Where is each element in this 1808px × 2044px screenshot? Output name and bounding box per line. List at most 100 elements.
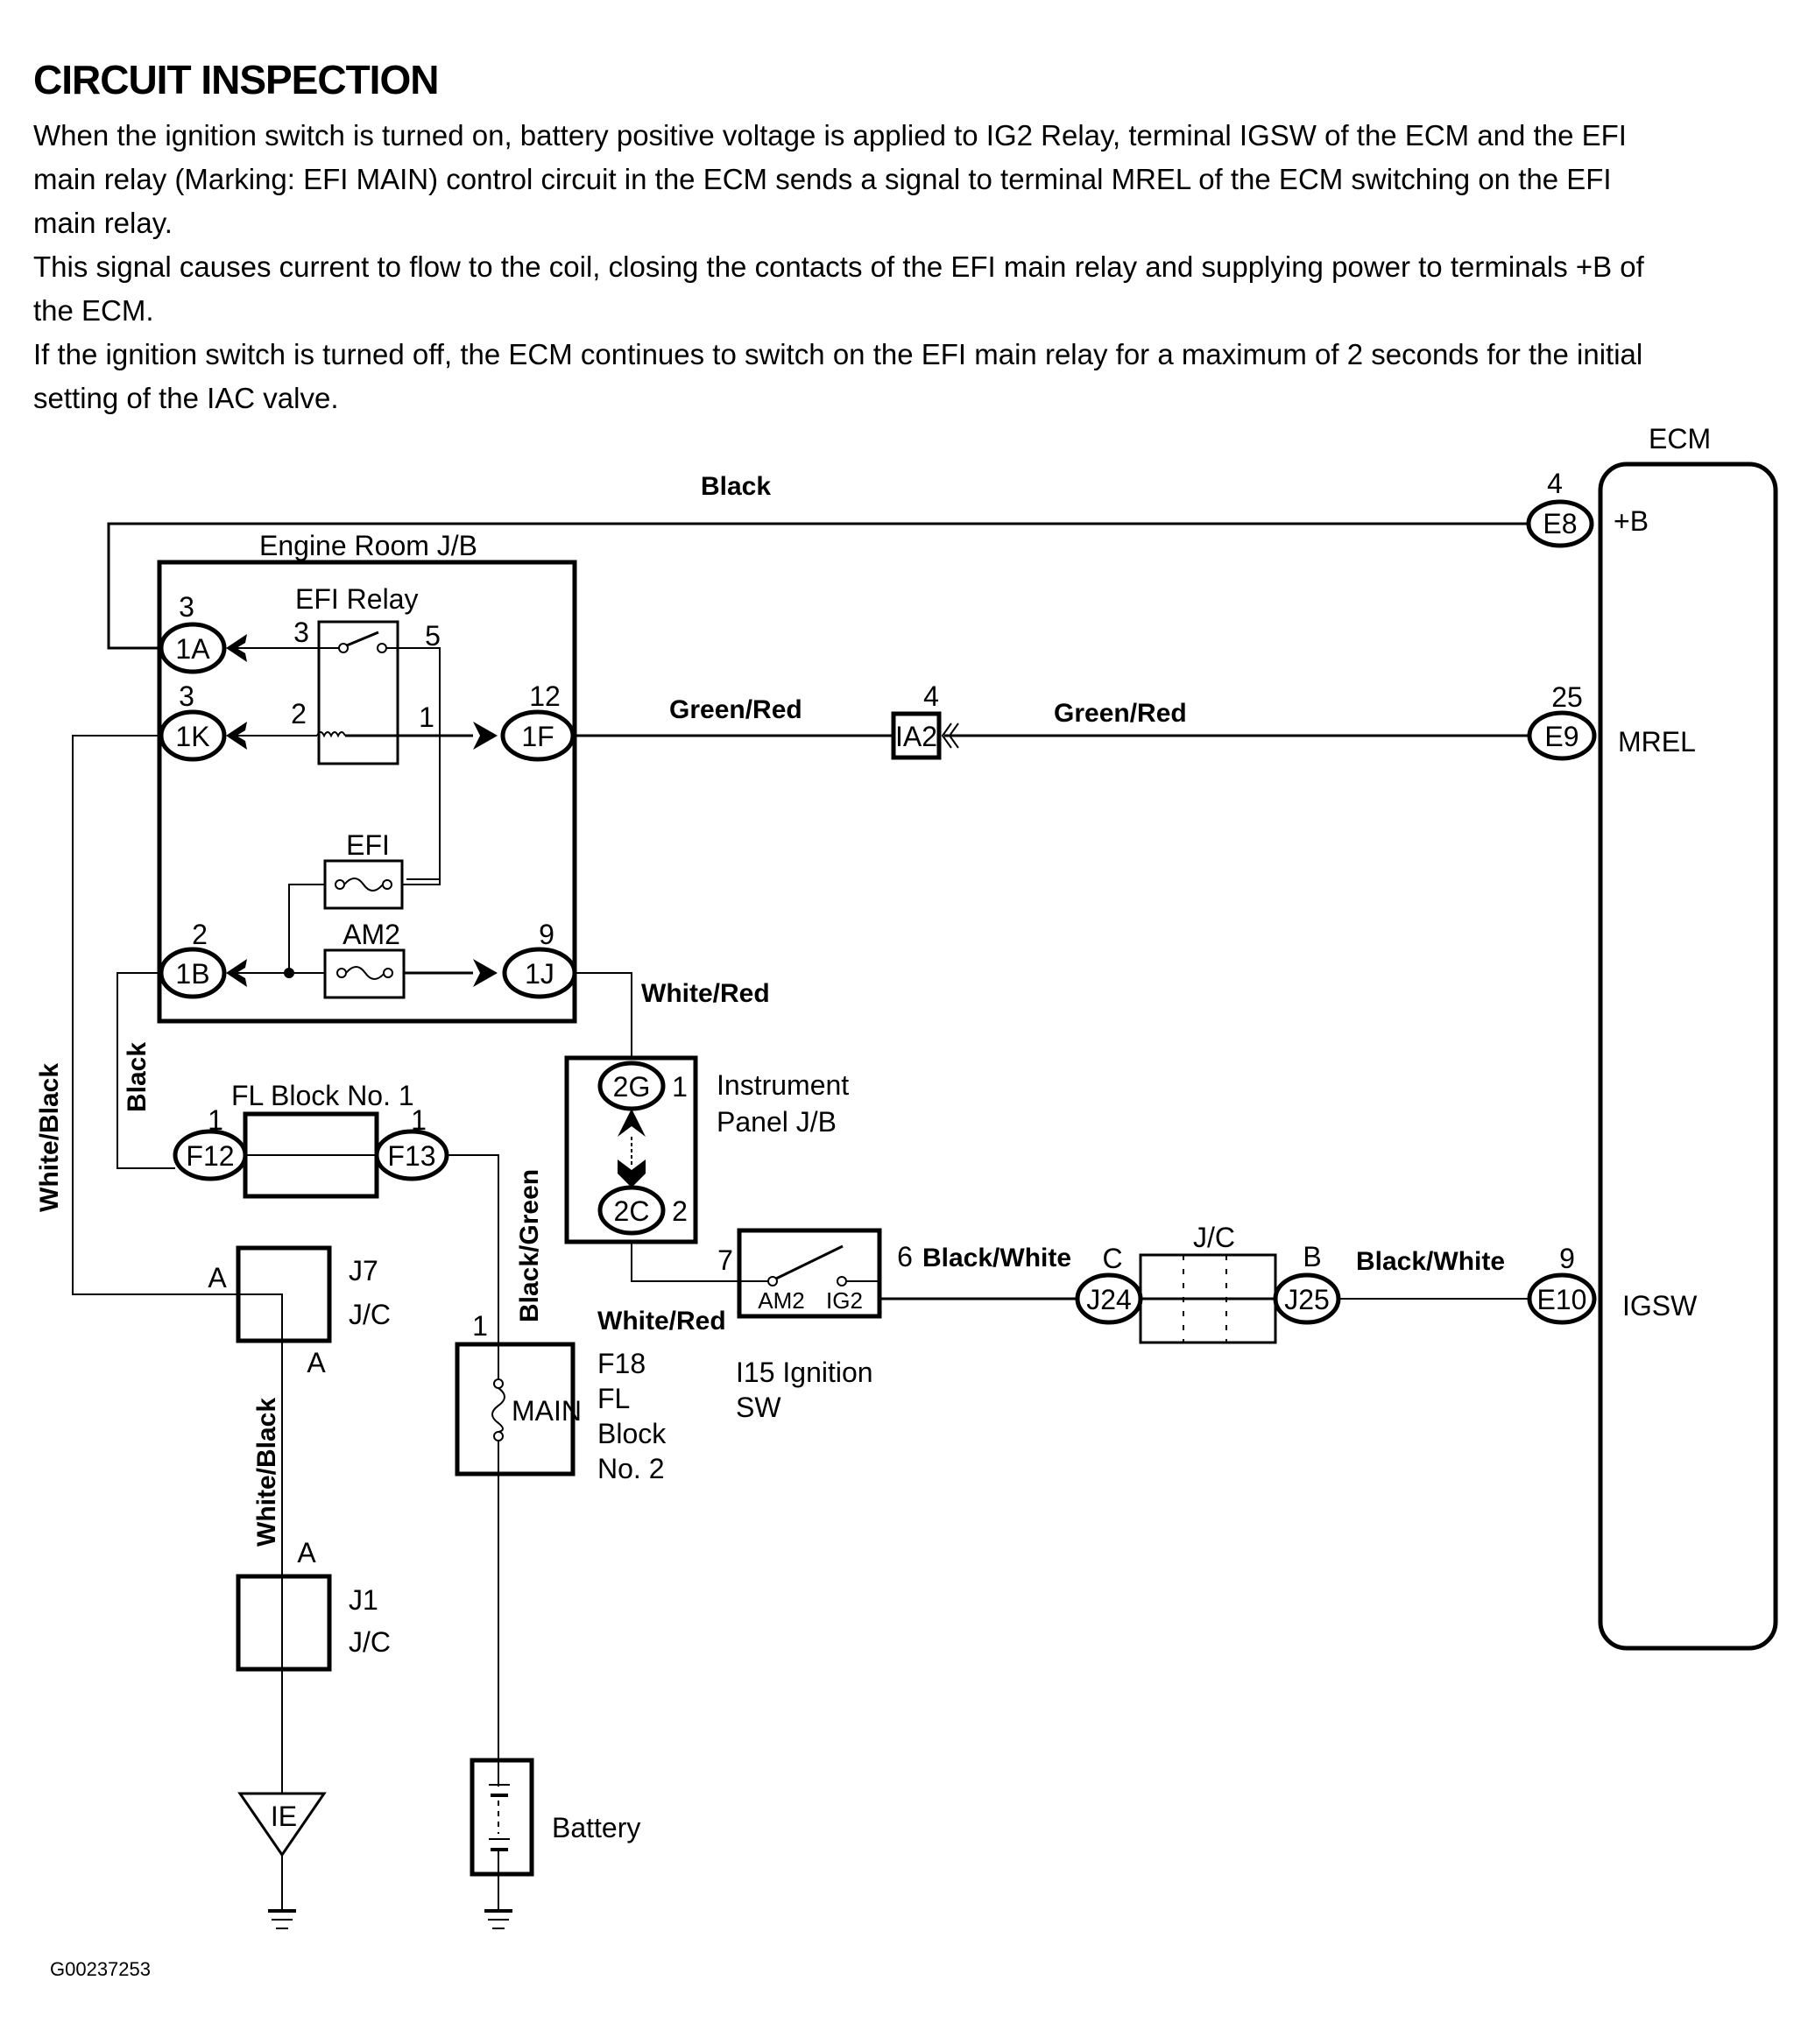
fl-block-2-label: FL [597,1383,630,1414]
wire-black-1b [117,972,175,1169]
fl-block-2: 1 MAIN F18 FL Block No. 2 [455,1310,667,1484]
ecm-terminal-igsw: IGSW [1622,1290,1698,1322]
pin-j25: B [1303,1241,1321,1272]
relay-switch-icon [237,631,441,880]
pin-1j: 9 [539,919,554,950]
jc-block: J/C J24 C J25 B [1075,1222,1341,1344]
connector-1b-label: 1B [175,958,209,990]
pin-j7-in: A [208,1262,227,1293]
page-title: CIRCUIT INSPECTION [33,57,439,102]
fl-block-2-label: Block [597,1418,667,1449]
fuse-am2-label: AM2 [343,919,400,950]
female-terminal-icon [226,634,247,662]
battery-icon [489,1760,510,1874]
connector-e8-label: E8 [1543,508,1577,539]
pin-2c: 2 [672,1195,688,1227]
description-paragraph: If the ignition switch is turned off, th… [33,338,1643,414]
wire-label-white-black: White/Black [35,1063,64,1212]
efi-relay-pin-3: 3 [293,617,309,648]
pin-j24: C [1102,1243,1122,1274]
switch-lever-icon [775,1244,844,1280]
male-terminal-icon [473,722,498,750]
connector-e9-label: E9 [1544,721,1578,752]
connector-1f: 1F 12 [473,680,576,762]
ecm-box [1598,462,1778,1651]
wire-label-black-green: Black/Green [515,1169,544,1322]
connector-ia2-label: IA2 [895,721,937,752]
wire-label-white-red: White/Red [597,1307,726,1336]
pin-2g: 1 [672,1071,688,1103]
wire-label-black-white: Black/White [922,1244,1071,1272]
splice-point [284,968,294,978]
connector-2c-label: 2C [614,1195,650,1227]
wire-label-green-red: Green/Red [669,695,802,724]
efi-relay-title: EFI Relay [295,583,418,615]
pin-1f: 12 [529,680,561,712]
pin-1b: 2 [192,919,208,950]
connector-1b: 1B 2 [159,919,247,999]
wire-white-red-1 [575,972,632,1058]
connector-j25-label: J25 [1284,1284,1330,1315]
connector-1k-label: 1K [175,721,209,752]
ecm-terminal-mrel: MREL [1618,726,1696,758]
figure-id: G00237253 [50,1958,151,1980]
connector-1a-label: 1A [175,633,210,665]
connector-2g-label: 2G [613,1071,651,1103]
wire-efi-fuse [288,884,325,973]
j1-label: J1 [349,1584,378,1616]
pin-ignition-7: 7 [717,1244,733,1276]
wire-black-green [447,1154,499,1344]
pin-f12: 1 [208,1104,223,1136]
male-terminal-icon [473,959,498,987]
connector-f13-label: F13 [387,1140,435,1172]
pin-f18: 1 [472,1310,488,1342]
connector-e8: E8 4 [1526,468,1594,548]
pin-j1-in: A [297,1537,316,1568]
wire-label-black-white: Black/White [1356,1247,1505,1276]
fuse-main-label: MAIN [512,1395,582,1427]
battery: Battery [470,1758,640,1929]
female-terminal-icon [226,722,247,750]
ground-icon [484,1909,512,1929]
ignition-switch-label: SW [736,1392,781,1423]
connector-e10-label: E10 [1537,1284,1587,1315]
fl-block-2-label: F18 [597,1348,646,1379]
instrument-panel-jb-title: Instrument [717,1069,849,1101]
male-terminal-icon [618,1159,646,1188]
j1-jc-label: J/C [349,1626,391,1658]
engine-room-jb-title: Engine Room J/B [259,530,477,561]
instrument-panel-jb-title: Panel J/B [717,1106,837,1138]
fl-block-2-label: No. 2 [597,1453,664,1484]
description-paragraph: This signal causes current to flow to th… [33,250,1644,327]
wire-white-black-1 [72,735,237,1295]
j1-junction-connector: A J1 J/C [236,1537,391,1672]
efi-relay-pin-1: 1 [419,701,434,733]
ignition-contact-ig2: IG2 [826,1287,863,1314]
pin-e9: 25 [1551,681,1583,713]
relay-coil-icon [237,731,473,738]
pin-ia2: 4 [923,680,939,712]
pin-1k: 3 [179,680,194,712]
wire-label-green-red: Green/Red [1054,699,1187,728]
pin-f13: 1 [411,1104,427,1136]
connector-1j-label: 1J [525,958,554,990]
wire-label-white-red: White/Red [641,979,770,1008]
ecm-terminal-+b: +B [1614,505,1649,537]
j7-jc-label: J/C [349,1299,391,1330]
connector-ia2: IA2 4 [891,680,959,760]
connector-1k: 1K 3 [159,680,247,762]
connector-1f-label: 1F [521,721,554,752]
fuse-am2-icon [336,966,393,980]
fuse-efi-icon [335,878,392,892]
wire-ignition-out [879,1281,902,1299]
wire-white-red-2 [631,1242,739,1282]
pin-e10: 9 [1559,1243,1575,1274]
j7-junction-connector: A A J7 J/C [208,1245,391,1378]
jc-block-title: J/C [1193,1222,1235,1253]
connector-f13: F13 1 [374,1104,449,1181]
wire-label-black: Black [701,472,771,501]
ignition-switch: AM2 IG2 7 6 I15 Ignition SW [717,1228,913,1423]
connector-1j: 1J 9 [473,919,577,999]
female-terminal-icon [226,959,247,987]
battery-label: Battery [552,1812,640,1843]
